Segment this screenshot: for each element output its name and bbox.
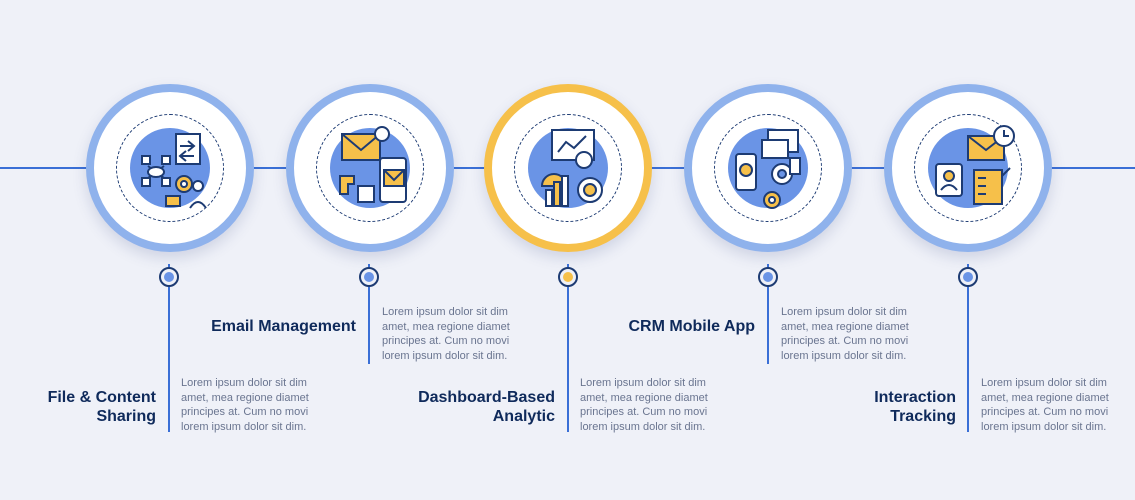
step-1-dashed-ring <box>116 114 224 222</box>
step-5-dashed-ring <box>914 114 1022 222</box>
step-2-title: Email Management <box>211 318 356 335</box>
step-5-marker <box>958 267 978 287</box>
step-5-connector <box>967 264 969 432</box>
step-2-dashed-ring <box>316 114 424 222</box>
step-3-description: Lorem ipsum dolor sit dim amet, mea regi… <box>580 377 708 433</box>
step-2-connector <box>368 264 370 364</box>
step-3-circle <box>484 84 652 252</box>
step-1-title: File & Content Sharing <box>47 389 156 425</box>
step-5-description: Lorem ipsum dolor sit dim amet, mea regi… <box>981 377 1109 433</box>
step-1-marker <box>159 267 179 287</box>
step-2-description: Lorem ipsum dolor sit dim amet, mea regi… <box>382 306 510 362</box>
step-3-title: Dashboard-Based Analytic <box>418 389 555 425</box>
step-5-circle <box>884 84 1052 252</box>
step-5-title: Interaction Tracking <box>874 389 956 425</box>
step-2-circle <box>286 84 454 252</box>
email-management-icon <box>330 126 410 208</box>
step-4-title: CRM Mobile App <box>628 318 756 335</box>
step-4-dashed-ring <box>714 114 822 222</box>
step-1-description: Lorem ipsum dolor sit dim amet, mea regi… <box>181 377 309 433</box>
step-2-marker <box>359 267 379 287</box>
step-4-circle <box>684 84 852 252</box>
step-4-description: Lorem ipsum dolor sit dim amet, mea regi… <box>781 306 909 362</box>
crm-mobile-app-icon <box>728 128 808 209</box>
step-4-connector <box>767 264 769 364</box>
step-3-connector <box>567 264 569 432</box>
step-4-marker <box>758 267 778 287</box>
dashboard-analytics-icon <box>528 128 608 208</box>
step-1-circle <box>86 84 254 252</box>
step-3-dashed-ring <box>514 114 622 222</box>
step-1-connector <box>168 264 170 432</box>
file-sharing-icon <box>130 128 210 209</box>
step-3-marker <box>558 267 578 287</box>
interaction-tracking-icon <box>928 125 1015 208</box>
